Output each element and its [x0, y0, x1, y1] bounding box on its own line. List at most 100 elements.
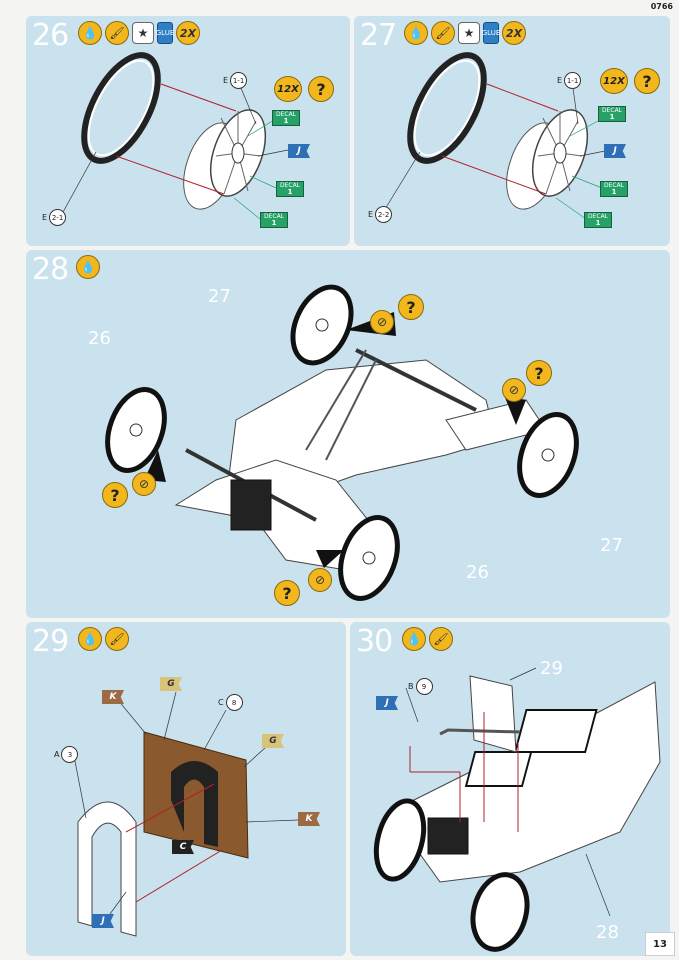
glue-icon: GLUE [482, 22, 500, 44]
paint-flag-j: J [376, 696, 398, 710]
chassis-drawing [105, 284, 579, 601]
decal-word: DECAL [587, 213, 609, 220]
paint-flag-j: J [92, 914, 114, 928]
part-number: 8 [225, 694, 243, 711]
paint-drop-icon: 💧 [404, 21, 428, 45]
quantity-badge: 12X [600, 68, 628, 94]
step-27-drawing [381, 52, 611, 220]
decal-number: 1 [271, 219, 277, 227]
car-body-drawing [373, 667, 661, 952]
decal-word: DECAL [603, 182, 625, 189]
step-icons: 💧 🖌 ★ GLUE 2X [78, 21, 200, 45]
question-icon: ? [634, 68, 660, 94]
decal-word: DECAL [279, 182, 301, 189]
no-glue-icon: ⊘ [502, 378, 526, 402]
wheel-26-bottom [338, 515, 400, 601]
step-28-panel: 28 💧 [26, 250, 670, 618]
part-letter: B [408, 682, 414, 691]
no-glue-icon: ⊘ [370, 310, 394, 334]
multiplier-badge: 2X [176, 21, 200, 45]
decal-word: DECAL [263, 213, 285, 220]
no-glue-icon: ⊘ [132, 472, 156, 496]
question-icon: ? [398, 294, 424, 320]
step-icons: 💧 🖌 [402, 627, 453, 651]
part-letter: E [368, 210, 374, 219]
paint-flag-j: J [604, 144, 626, 158]
decal-number: 1 [595, 219, 601, 227]
firewall-drawing [73, 691, 299, 937]
paint-flag-k: K [102, 690, 124, 704]
question-icon: ? [526, 360, 552, 386]
paint-flag-g: G [160, 677, 182, 691]
paint-flag-c: C [172, 840, 194, 854]
part-letter: A [54, 750, 60, 759]
decal-word: DECAL [275, 111, 297, 118]
paint-flag-g: G [262, 734, 284, 748]
wheel-27-right [517, 412, 579, 498]
decal-icon: ★ [458, 22, 480, 44]
part-letter: C [218, 698, 224, 707]
glue-icon: GLUE [156, 22, 174, 44]
multiplier-badge: 2X [502, 21, 526, 45]
part-number: 1-1 [230, 72, 248, 89]
decal-number: 1 [609, 113, 615, 121]
brush-icon: 🖌 [431, 21, 455, 45]
question-icon: ? [308, 76, 334, 102]
part-number: 9 [415, 678, 433, 695]
wheel-26-left [105, 387, 167, 473]
ref-label-27-right: 27 [600, 535, 623, 556]
ref-label-28: 28 [596, 922, 619, 943]
quantity-badge: 12X [274, 76, 302, 102]
part-number: 3 [61, 746, 79, 763]
decal-number: 1 [283, 117, 289, 125]
paint-flag-j: J [288, 144, 310, 158]
step-number: 30 [356, 624, 393, 659]
page-number: 13 [645, 932, 675, 956]
part-number: 2-1 [49, 209, 67, 226]
ref-label-27-top: 27 [208, 286, 231, 307]
paint-flag-k: K [298, 812, 320, 826]
decal-word: DECAL [601, 107, 623, 114]
ref-label-26-bottom: 26 [466, 562, 489, 583]
question-icon: ? [274, 580, 300, 606]
ref-label-26-left: 26 [88, 328, 111, 349]
document-code: 0766 [650, 2, 673, 11]
step-number: 26 [32, 18, 69, 53]
decal-number: 1 [287, 188, 293, 196]
decal-icon: ★ [132, 22, 154, 44]
question-icon: ? [102, 482, 128, 508]
step-icons: 💧 🖌 ★ GLUE 2X [404, 21, 526, 45]
decal-number: 1 [611, 188, 617, 196]
paint-drop-icon: 💧 [78, 627, 102, 651]
part-letter: E [42, 213, 48, 222]
step-number: 29 [32, 624, 69, 659]
paint-drop-icon: 💧 [76, 255, 100, 279]
paint-drop-icon: 💧 [402, 627, 426, 651]
no-glue-icon: ⊘ [308, 568, 332, 592]
brush-icon: 🖌 [105, 21, 129, 45]
step-number: 27 [360, 18, 397, 53]
part-letter: E [557, 76, 563, 85]
part-letter: E [223, 76, 229, 85]
step-26-drawing [61, 52, 289, 220]
part-number: 1-1 [564, 72, 582, 89]
step-icons: 💧 [76, 255, 100, 279]
step-number: 28 [32, 252, 69, 287]
